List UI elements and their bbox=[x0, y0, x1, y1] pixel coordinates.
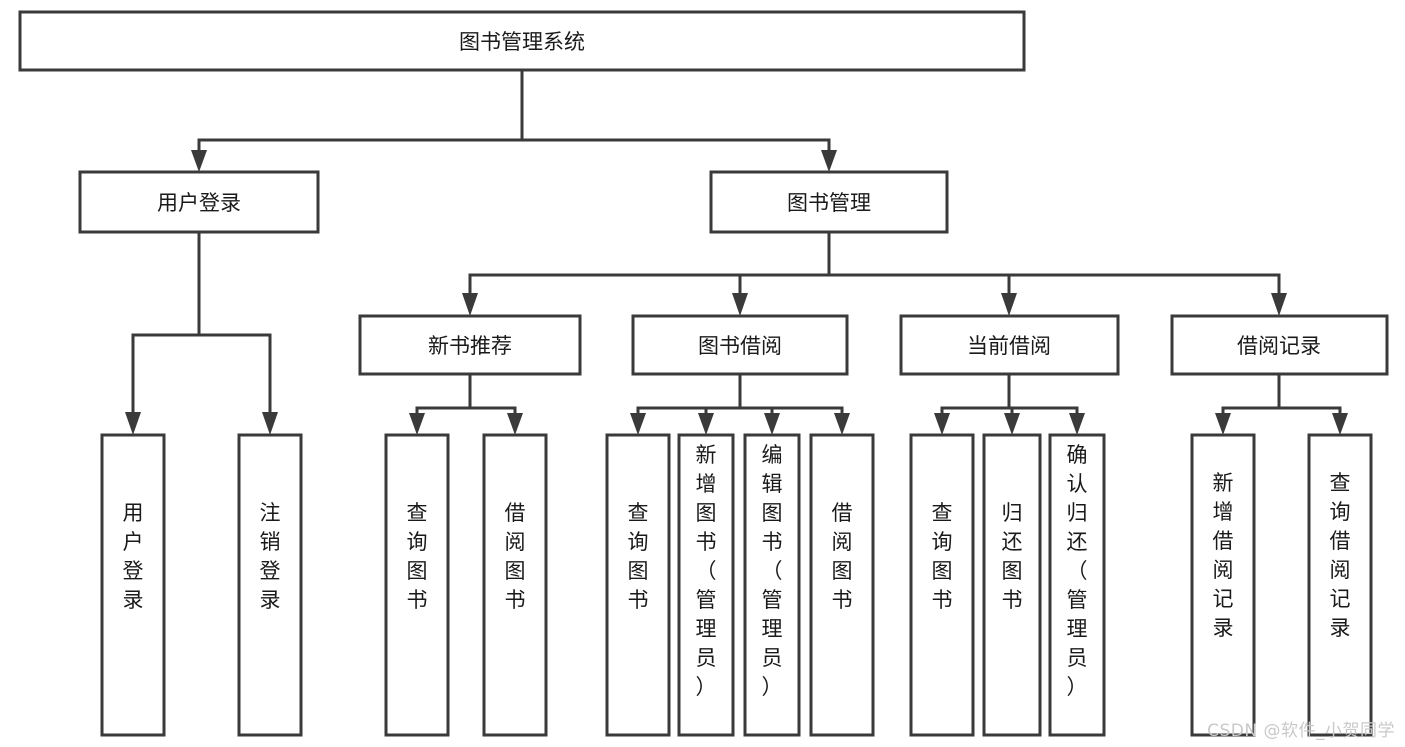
node-book-borrow-box bbox=[631, 314, 849, 376]
arrow-to-book-manage bbox=[821, 150, 837, 172]
node-leaf-user-login-label: 用户登录 bbox=[123, 501, 144, 612]
node-leaf-add-record-label: 新增借阅记录 bbox=[1213, 471, 1234, 640]
node-leaf-edit-book-label: 编辑图书（管理员） bbox=[762, 443, 783, 699]
arrow-leaf-add-record bbox=[1215, 413, 1231, 435]
node-leaf-query-record-box bbox=[1307, 433, 1373, 737]
node-root[interactable]: 图书管理系统 bbox=[18, 10, 1026, 72]
node-leaf-user-logout[interactable]: 注销登录 bbox=[237, 433, 303, 737]
node-leaf-query-record[interactable]: 查询借阅记录 bbox=[1307, 433, 1373, 737]
node-leaf-query-record-label: 查询借阅记录 bbox=[1330, 471, 1351, 640]
node-user-login-label: 用户登录 bbox=[157, 191, 241, 215]
node-leaf-query-book-3[interactable]: 查询图书 bbox=[909, 433, 975, 737]
node-leaf-query-book-2-label: 查询图书 bbox=[628, 501, 649, 612]
arrow-leaf-query-book-2 bbox=[630, 413, 646, 435]
node-leaf-borrow-book-2[interactable]: 借阅图书 bbox=[809, 433, 875, 737]
connector-group-book-manage-to-level3 bbox=[462, 230, 1287, 316]
node-user-login-box bbox=[78, 170, 320, 234]
node-new-book-rec-box bbox=[358, 314, 582, 376]
node-borrow-record-box bbox=[1170, 314, 1389, 376]
arrow-to-current-borrow bbox=[1001, 293, 1017, 316]
node-leaf-query-book-2[interactable]: 查询图书 bbox=[605, 433, 671, 737]
arrow-leaf-query-record bbox=[1332, 413, 1348, 435]
node-leaf-user-login-box bbox=[100, 433, 166, 737]
node-leaf-query-book-1[interactable]: 查询图书 bbox=[384, 433, 450, 737]
node-book-manage-label: 图书管理 bbox=[787, 191, 871, 215]
node-leaf-confirm-return-label: 确认归还（管理员） bbox=[1067, 443, 1088, 699]
node-leaf-borrow-book-1-box bbox=[482, 433, 548, 737]
connector-group-book-borrow-to-leaves bbox=[630, 372, 850, 435]
arrow-leaf-edit-book bbox=[764, 413, 780, 435]
csdn-watermark: CSDN @软件_小贺同学 bbox=[1207, 721, 1395, 741]
node-user-login[interactable]: 用户登录 bbox=[78, 170, 320, 234]
arrow-leaf-user-logout bbox=[262, 412, 278, 435]
node-borrow-record[interactable]: 借阅记录 bbox=[1170, 314, 1389, 376]
node-leaf-borrow-book-2-label: 借阅图书 bbox=[832, 501, 853, 612]
arrow-leaf-return-book bbox=[1004, 413, 1020, 435]
node-leaf-query-book-3-label: 查询图书 bbox=[932, 501, 953, 612]
node-borrow-record-label: 借阅记录 bbox=[1237, 334, 1321, 358]
connector-group-current-borrow-to-leaves bbox=[934, 372, 1085, 435]
node-leaf-edit-book-box bbox=[743, 433, 801, 737]
node-leaf-query-book-3-box bbox=[909, 433, 975, 737]
node-leaf-query-book-1-label: 查询图书 bbox=[407, 501, 428, 612]
arrow-to-borrow-record bbox=[1271, 293, 1287, 316]
node-leaf-query-book-1-box bbox=[384, 433, 450, 737]
node-book-manage-box bbox=[709, 170, 949, 234]
arrow-to-book-borrow bbox=[732, 293, 748, 316]
arrow-leaf-user-login bbox=[125, 412, 141, 435]
node-leaf-return-book[interactable]: 归还图书 bbox=[982, 433, 1042, 737]
connector-group-borrow-record-to-leaves bbox=[1215, 372, 1348, 435]
node-book-borrow[interactable]: 图书借阅 bbox=[631, 314, 849, 376]
node-leaf-add-record-box bbox=[1190, 433, 1256, 737]
arrow-leaf-add-book bbox=[698, 413, 714, 435]
node-leaf-add-book-label: 新增图书（管理员） bbox=[696, 443, 717, 699]
node-leaf-add-book[interactable]: 新增图书（管理员） bbox=[677, 433, 735, 737]
arrow-to-new-book-rec bbox=[462, 293, 478, 316]
node-leaf-user-logout-label: 注销登录 bbox=[260, 501, 281, 612]
node-current-borrow-label: 当前借阅 bbox=[967, 334, 1051, 358]
arrow-leaf-query-book-1 bbox=[409, 413, 425, 435]
arrow-leaf-query-book-3 bbox=[934, 413, 950, 435]
node-leaf-query-book-2-box bbox=[605, 433, 671, 737]
node-leaf-borrow-book-1[interactable]: 借阅图书 bbox=[482, 433, 548, 737]
node-leaf-add-record[interactable]: 新增借阅记录 bbox=[1190, 433, 1256, 737]
node-leaf-return-book-label: 归还图书 bbox=[1002, 501, 1023, 612]
node-leaf-return-book-box bbox=[982, 433, 1042, 737]
node-leaf-user-login[interactable]: 用户登录 bbox=[100, 433, 166, 737]
connector-group-new-book-rec-to-leaves bbox=[409, 372, 523, 435]
connector-group-user-login-to-leaves bbox=[125, 230, 278, 435]
node-root-box bbox=[18, 10, 1026, 72]
arrow-leaf-confirm-return bbox=[1069, 413, 1085, 435]
node-new-book-rec-label: 新书推荐 bbox=[428, 334, 512, 358]
node-book-manage[interactable]: 图书管理 bbox=[709, 170, 949, 234]
node-leaf-confirm-return[interactable]: 确认归还（管理员） bbox=[1048, 433, 1106, 737]
node-book-borrow-label: 图书借阅 bbox=[698, 334, 782, 358]
node-leaf-borrow-book-2-box bbox=[809, 433, 875, 737]
arrow-leaf-borrow-book-2 bbox=[834, 413, 850, 435]
arrow-to-user-login bbox=[191, 150, 207, 172]
node-leaf-add-book-box bbox=[677, 433, 735, 737]
node-current-borrow[interactable]: 当前借阅 bbox=[899, 314, 1120, 376]
node-leaf-borrow-book-1-label: 借阅图书 bbox=[505, 501, 526, 612]
connector-group-root-to-level2 bbox=[191, 68, 837, 172]
node-root-label: 图书管理系统 bbox=[459, 30, 585, 54]
node-leaf-edit-book[interactable]: 编辑图书（管理员） bbox=[743, 433, 801, 737]
node-current-borrow-box bbox=[899, 314, 1120, 376]
node-leaf-user-logout-box bbox=[237, 433, 303, 737]
node-leaf-confirm-return-box bbox=[1048, 433, 1106, 737]
arrow-leaf-borrow-book-1 bbox=[507, 413, 523, 435]
node-new-book-rec[interactable]: 新书推荐 bbox=[358, 314, 582, 376]
